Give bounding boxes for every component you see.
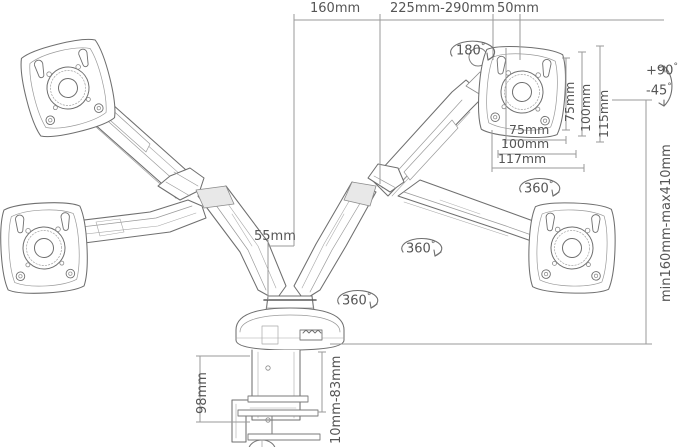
- rotation-value-180: 180: [456, 43, 481, 59]
- rotation-label-360-right-plate: 360°: [524, 180, 553, 196]
- tilt-label-minus-45: -45°: [646, 82, 672, 98]
- dim-label-desk-thickness: 10mm-83mm: [329, 355, 344, 444]
- dim-label-height-range: min160mm-max410mm: [659, 144, 674, 302]
- dim-label-55mm: 55mm: [254, 229, 296, 244]
- degree-symbol-360-elbow: °: [430, 240, 436, 250]
- dim-label-vesa-v-100mm: 100mm: [578, 83, 593, 132]
- rotation-value-360-base: 360: [342, 293, 367, 309]
- tilt-value-minus: -45: [646, 83, 668, 99]
- degree-symbol-minus: °: [667, 82, 672, 92]
- degree-symbol-plus: °: [673, 62, 678, 72]
- dim-label-50mm: 50mm: [497, 1, 539, 16]
- tilt-value-plus: +90: [646, 63, 674, 79]
- dim-label-vesa-h-75mm: 75mm: [509, 122, 550, 137]
- dim-label-plate-width-117mm: 117mm: [498, 151, 547, 166]
- tilt-label-plus-90: +90°: [646, 62, 678, 78]
- dim-label-160mm: 160mm: [310, 1, 361, 16]
- rotation-label-180: 180°: [456, 42, 485, 58]
- rotation-value-360-right: 360: [524, 181, 549, 197]
- degree-symbol-360-base: °: [366, 292, 372, 302]
- degree-symbol-360-right: °: [548, 180, 554, 190]
- dim-label-plate-height-115mm: 115mm: [596, 89, 611, 138]
- rotation-value-360-elbow: 360: [406, 241, 431, 257]
- dim-label-vesa-h-100mm: 100mm: [501, 136, 550, 151]
- rotation-label-360-elbow: 360°: [406, 240, 435, 256]
- degree-symbol-180: °: [480, 42, 486, 52]
- dim-label-225-290mm: 225mm-290mm: [390, 1, 495, 16]
- rotation-label-360-base: 360°: [342, 292, 371, 308]
- dim-label-98mm: 98mm: [195, 372, 210, 414]
- dim-label-vesa-v-75mm: 75mm: [562, 81, 577, 122]
